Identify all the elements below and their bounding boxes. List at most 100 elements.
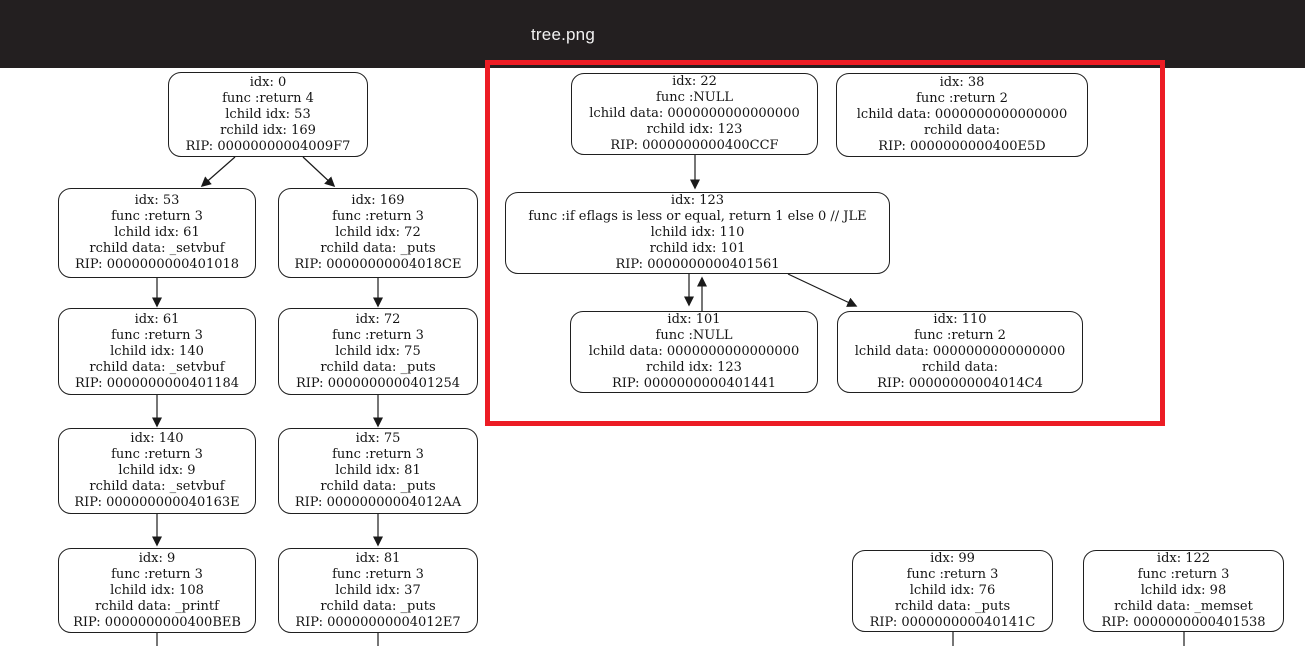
node-text-line: RIP: 00000000004018CE bbox=[294, 257, 462, 272]
node-text-line: RIP: 0000000000401561 bbox=[615, 257, 780, 272]
node-text-line: rchild data: bbox=[923, 123, 1001, 138]
node-text-line: idx: 53 bbox=[134, 193, 180, 208]
node-text-line: func :return 4 bbox=[222, 90, 314, 106]
node-text-line: RIP: 0000000000401184 bbox=[74, 375, 240, 391]
node-text-line: lchild data: 0000000000000000 bbox=[589, 106, 800, 121]
node-text-line: rchild data: _puts bbox=[320, 359, 436, 375]
node-text-line: func :if eflags is less or equal, return… bbox=[528, 209, 867, 224]
node-text-line: lchild data: 0000000000000000 bbox=[854, 344, 1066, 359]
node-text-line: rchild data: _puts bbox=[320, 598, 436, 614]
node-text-line: lchild idx: 76 bbox=[909, 583, 996, 598]
node-text-line: func :return 2 bbox=[916, 91, 1008, 106]
node-text-line: rchild idx: 123 bbox=[646, 122, 743, 137]
node-text-line: lchild idx: 110 bbox=[650, 225, 745, 240]
node-text-line: func :return 3 bbox=[332, 209, 424, 224]
node-text-line: lchild idx: 72 bbox=[335, 225, 421, 240]
tree-node-idx-123: idx: 123 func :if eflags is less or equa… bbox=[505, 192, 890, 274]
node-text-line: idx: 9 bbox=[138, 550, 176, 566]
tree-node-idx-122: idx: 122 func :return 3 lchild idx: 98 r… bbox=[1083, 550, 1284, 632]
node-text-line: RIP: 0000000000401441 bbox=[611, 376, 777, 391]
node-text-line: idx: 38 bbox=[939, 75, 985, 90]
node-text-line: func :return 3 bbox=[1137, 567, 1230, 582]
node-text-line: idx: 99 bbox=[930, 551, 975, 566]
node-text-line: rchild idx: 169 bbox=[220, 122, 316, 138]
node-text-line: rchild data: _setvbuf bbox=[89, 359, 225, 375]
edge-0-53 bbox=[200, 156, 236, 188]
node-text-line: idx: 122 bbox=[1156, 551, 1211, 566]
tree-node-idx-22: idx: 22 func :NULL lchild data: 00000000… bbox=[571, 73, 818, 155]
tree-node-idx-169: idx: 169 func :return 3 lchild idx: 72 r… bbox=[278, 188, 478, 278]
node-text-line: func :return 3 bbox=[332, 327, 424, 343]
node-text-line: func :return 2 bbox=[914, 328, 1006, 343]
tree-node-idx-140: idx: 140 func :return 3 lchild idx: 9 rc… bbox=[58, 428, 256, 514]
node-text-line: rchild data: _printf bbox=[95, 598, 219, 614]
node-text-line: rchild data: _setvbuf bbox=[89, 479, 225, 494]
node-text-line: func :return 3 bbox=[111, 566, 203, 582]
node-text-line: lchild data: 0000000000000000 bbox=[588, 344, 800, 359]
edge-123-110 bbox=[787, 273, 858, 307]
node-text-line: idx: 72 bbox=[355, 311, 401, 327]
node-text-line: lchild idx: 9 bbox=[118, 463, 196, 478]
node-text-line: RIP: 00000000004012E7 bbox=[295, 614, 461, 630]
image-viewer-titlebar: tree.png bbox=[0, 0, 1305, 68]
node-text-line: RIP: 0000000000401018 bbox=[74, 257, 240, 272]
node-text-line: rchild data: _puts bbox=[894, 599, 1011, 614]
node-text-line: func :return 3 bbox=[111, 209, 203, 224]
node-text-line: lchild idx: 98 bbox=[1140, 583, 1227, 598]
tree-node-idx-38: idx: 38 func :return 2 lchild data: 0000… bbox=[836, 73, 1088, 157]
edge-0-169 bbox=[302, 156, 336, 188]
tree-node-idx-81: idx: 81 func :return 3 lchild idx: 37 rc… bbox=[278, 548, 478, 633]
tree-node-idx-61: idx: 61 func :return 3 lchild idx: 140 r… bbox=[58, 308, 256, 395]
node-text-line: idx: 61 bbox=[134, 311, 180, 327]
node-text-line: rchild idx: 123 bbox=[646, 360, 742, 375]
node-text-line: rchild data: _puts bbox=[320, 479, 436, 494]
node-text-line: RIP: 00000000004014C4 bbox=[877, 376, 1043, 391]
tree-node-idx-75: idx: 75 func :return 3 lchild idx: 81 rc… bbox=[278, 428, 478, 514]
node-text-line: lchild idx: 108 bbox=[110, 582, 204, 598]
node-text-line: lchild idx: 140 bbox=[110, 343, 204, 359]
node-text-line: idx: 110 bbox=[933, 312, 987, 327]
node-text-line: func :return 3 bbox=[906, 567, 999, 582]
node-text-line: idx: 140 bbox=[130, 431, 184, 446]
node-text-line: func :return 3 bbox=[111, 447, 203, 462]
node-text-line: idx: 81 bbox=[355, 550, 401, 566]
tree-node-idx-53: idx: 53 func :return 3 lchild idx: 61 rc… bbox=[58, 188, 256, 278]
node-text-line: lchild idx: 61 bbox=[114, 225, 200, 240]
node-text-line: RIP: 00000000004009F7 bbox=[185, 138, 351, 154]
node-text-line: idx: 22 bbox=[672, 74, 717, 89]
node-text-line: lchild idx: 37 bbox=[335, 582, 421, 598]
node-text-line: RIP: 0000000000400BEB bbox=[73, 614, 241, 630]
node-text-line: RIP: 000000000040163E bbox=[74, 495, 240, 510]
tree-node-idx-72: idx: 72 func :return 3 lchild idx: 75 rc… bbox=[278, 308, 478, 395]
node-text-line: rchild data: bbox=[921, 360, 999, 375]
image-filename-title: tree.png bbox=[531, 25, 595, 44]
node-text-line: lchild data: 0000000000000000 bbox=[856, 107, 1068, 122]
node-text-line: idx: 101 bbox=[667, 312, 721, 327]
node-text-line: idx: 169 bbox=[351, 193, 405, 208]
tree-node-idx-0: idx: 0 func :return 4 lchild idx: 53 rch… bbox=[168, 72, 368, 157]
node-text-line: func :return 3 bbox=[332, 566, 424, 582]
node-text-line: func :return 3 bbox=[332, 447, 424, 462]
tree-node-idx-110: idx: 110 func :return 2 lchild data: 000… bbox=[837, 311, 1083, 393]
node-text-line: RIP: 0000000000401538 bbox=[1101, 615, 1266, 630]
node-text-line: rchild data: _memset bbox=[1114, 599, 1253, 614]
node-text-line: lchild idx: 53 bbox=[225, 106, 311, 122]
node-text-line: lchild idx: 81 bbox=[335, 463, 421, 478]
node-text-line: RIP: 000000000040141C bbox=[869, 615, 1036, 630]
node-text-line: lchild idx: 75 bbox=[335, 343, 421, 359]
node-text-line: idx: 75 bbox=[355, 431, 401, 446]
tree-node-idx-101: idx: 101 func :NULL lchild data: 0000000… bbox=[570, 311, 818, 393]
node-text-line: idx: 123 bbox=[670, 193, 725, 208]
node-text-line: rchild data: _puts bbox=[320, 241, 436, 256]
node-text-line: rchild idx: 101 bbox=[649, 241, 746, 256]
tree-node-idx-99: idx: 99 func :return 3 lchild idx: 76 rc… bbox=[852, 550, 1053, 632]
node-text-line: idx: 0 bbox=[249, 74, 287, 90]
node-text-line: RIP: 0000000000401254 bbox=[295, 375, 461, 391]
node-text-line: RIP: 0000000000400CCF bbox=[610, 138, 779, 153]
node-text-line: func :NULL bbox=[655, 328, 733, 343]
node-text-line: RIP: 00000000004012AA bbox=[294, 495, 462, 510]
node-text-line: func :return 3 bbox=[111, 327, 203, 343]
node-text-line: rchild data: _setvbuf bbox=[89, 241, 225, 256]
tree-node-idx-9: idx: 9 func :return 3 lchild idx: 108 rc… bbox=[58, 548, 256, 633]
node-text-line: RIP: 0000000000400E5D bbox=[878, 139, 1046, 154]
